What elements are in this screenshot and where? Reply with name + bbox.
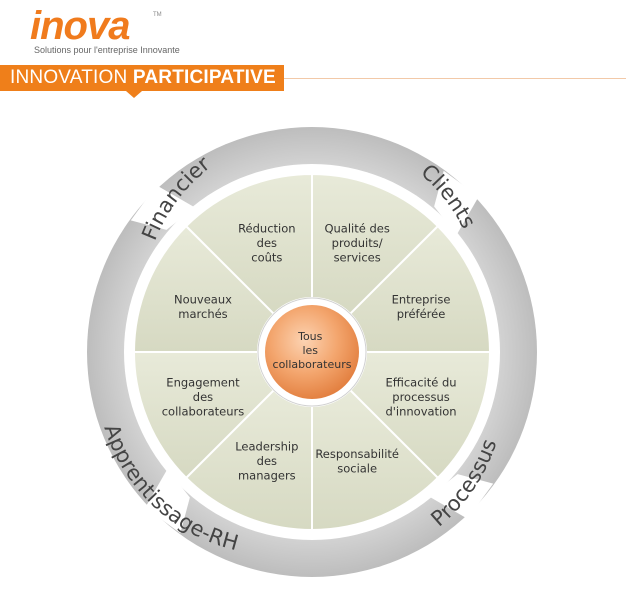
segment-label-4-line-2: sociale: [337, 461, 377, 475]
segment-label-2-line-1: Entreprise: [392, 293, 451, 307]
banner-pointer: [126, 91, 142, 98]
page-title-part1: INNOVATION: [10, 67, 128, 88]
ring-gap-3: [145, 469, 190, 534]
segment-label-7-line-1: Nouveaux: [174, 293, 232, 307]
center-label-line-3: collaborateurs: [273, 358, 352, 371]
banner-divider: [0, 78, 626, 79]
segment-wheel: [132, 172, 492, 532]
segment-label-6-line-3: collaborateurs: [162, 405, 245, 419]
segment-label-5-line-1: Leadership: [235, 440, 298, 454]
segment-label-1-line-1: Qualité des: [324, 221, 389, 235]
segment-label-1-line-2: produits/: [332, 236, 383, 250]
page-title: INNOVATION PARTICIPATIVE: [10, 68, 276, 88]
segment-label-3-line-2: processus: [392, 390, 449, 404]
segment-label-2-line-2: préférée: [397, 307, 446, 321]
center-hub: Tous les collaborateurs: [257, 297, 367, 407]
ring-gap-arrows: [130, 170, 494, 534]
ring-gap-1: [434, 170, 479, 235]
segment-label-6-line-1: Engagement: [166, 376, 240, 390]
logo-trademark: TM: [153, 12, 162, 18]
section-banner: [0, 65, 284, 91]
segment-label-5-line-2: des: [257, 454, 277, 468]
ring-gap-4: [130, 185, 195, 230]
segment-label-5-line-3: managers: [238, 469, 296, 483]
segment-label-8-line-2: des: [257, 236, 277, 250]
segment-label-8-line-1: Réduction: [238, 221, 296, 235]
ring-gap-2: [429, 474, 494, 519]
segment-label-3-line-1: Efficacité du: [385, 376, 456, 390]
page-title-part2: PARTICIPATIVE: [132, 67, 276, 88]
segment-label-8-line-3: coûts: [251, 250, 282, 264]
segment-label-7-line-2: marchés: [178, 307, 227, 321]
center-label-line-1: Tous: [297, 330, 323, 343]
logo-wordmark: inova: [30, 4, 130, 48]
logo-tagline: Solutions pour l'entreprise Innovante: [34, 45, 180, 55]
segment-label-3-line-3: d'innovation: [385, 405, 456, 419]
segment-label-1-line-3: services: [334, 250, 381, 264]
center-label: Tous les collaborateurs: [273, 330, 352, 371]
segment-label-4-line-1: Responsabilité: [315, 447, 399, 461]
segment-label-6-line-2: des: [193, 390, 213, 404]
inova-logo: inova TM Solutions pour l'entreprise Inn…: [10, 4, 190, 56]
center-label-line-2: les: [302, 344, 318, 357]
